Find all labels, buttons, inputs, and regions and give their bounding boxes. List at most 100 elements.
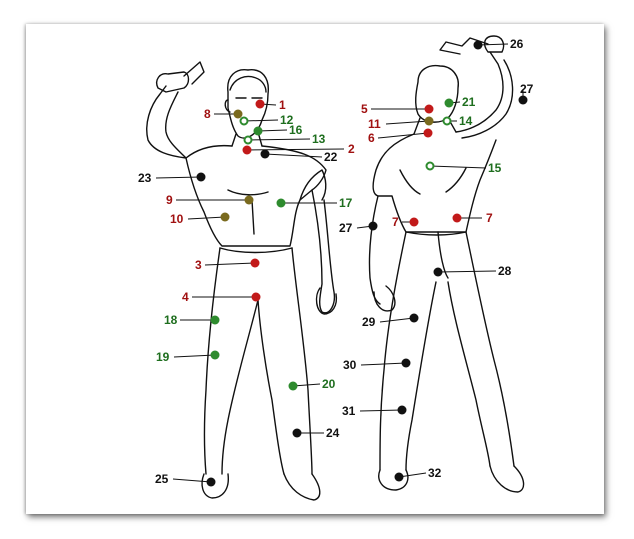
leader-line-13 bbox=[247, 138, 311, 141]
point-label-23: 23 bbox=[138, 171, 152, 185]
pressure-point-19 bbox=[210, 350, 220, 360]
point-label-20: 20 bbox=[322, 377, 336, 391]
front-torso bbox=[185, 145, 327, 247]
point-label-21: 21 bbox=[462, 95, 476, 109]
point-26-group: 26 bbox=[473, 37, 524, 51]
point-22-group: 22 bbox=[260, 149, 338, 164]
pressure-point-27 bbox=[368, 221, 378, 231]
leader-line-32 bbox=[398, 472, 427, 478]
pressure-point-7 bbox=[409, 217, 419, 227]
pressure-point-24 bbox=[292, 428, 302, 438]
pressure-point-28 bbox=[433, 267, 443, 277]
point-8-group: 8 bbox=[204, 107, 243, 121]
point-label-2: 2 bbox=[348, 142, 355, 156]
pressure-point-11 bbox=[424, 116, 434, 126]
point-label-8: 8 bbox=[204, 107, 211, 121]
pressure-point-22 bbox=[260, 149, 270, 159]
pressure-point-8 bbox=[233, 109, 243, 119]
point-10-group: 10 bbox=[170, 212, 230, 226]
point-11-group: 11 bbox=[368, 116, 434, 131]
point-label-30: 30 bbox=[343, 358, 357, 372]
point-7-group: 7 bbox=[392, 215, 419, 229]
point-label-14: 14 bbox=[459, 114, 473, 128]
front-fist bbox=[156, 71, 190, 93]
front-hand bbox=[315, 287, 338, 315]
point-1-group: 1 bbox=[255, 98, 286, 112]
back-raised-arm bbox=[455, 51, 514, 139]
pressure-point-27 bbox=[518, 95, 528, 105]
point-27-group: 27 bbox=[339, 221, 378, 235]
pressure-point-21 bbox=[444, 98, 454, 108]
front-figure bbox=[146, 61, 338, 501]
pressure-point-10 bbox=[220, 212, 230, 222]
pressure-point-12 bbox=[239, 116, 249, 126]
point-3-group: 3 bbox=[195, 258, 260, 272]
point-32-group: 32 bbox=[394, 466, 442, 482]
point-label-25: 25 bbox=[155, 472, 169, 486]
point-12-group: 12 bbox=[239, 113, 294, 127]
point-label-31: 31 bbox=[342, 404, 356, 418]
point-28-group: 28 bbox=[433, 264, 512, 278]
front-right-arm bbox=[311, 189, 336, 314]
pressure-point-16 bbox=[253, 126, 263, 136]
pressure-point-32 bbox=[394, 472, 404, 482]
front-left-leg bbox=[203, 247, 221, 475]
point-6-group: 6 bbox=[368, 128, 433, 145]
front-raised-arm bbox=[146, 85, 233, 159]
pressure-point-15 bbox=[425, 161, 435, 171]
pressure-point-20 bbox=[288, 381, 298, 391]
point-label-4: 4 bbox=[182, 290, 189, 304]
front-knife bbox=[183, 61, 205, 85]
point-label-22: 22 bbox=[324, 150, 338, 164]
leader-line-29 bbox=[379, 317, 415, 323]
front-inner-left-leg bbox=[221, 299, 259, 475]
pressure-point-25 bbox=[206, 477, 216, 487]
back-seat bbox=[437, 231, 449, 279]
point-2-group: 2 bbox=[242, 142, 355, 156]
point-label-26: 26 bbox=[510, 37, 524, 51]
point-label-19: 19 bbox=[156, 350, 170, 364]
point-label-18: 18 bbox=[164, 313, 178, 327]
pressure-point-23 bbox=[196, 172, 206, 182]
leader-line-19 bbox=[173, 354, 216, 358]
point-7-group: 7 bbox=[452, 211, 493, 225]
leader-line-25 bbox=[172, 478, 212, 483]
point-label-27: 27 bbox=[339, 221, 353, 235]
leader-line-3 bbox=[204, 262, 256, 266]
pressure-point-3 bbox=[250, 258, 260, 268]
pressure-point-29 bbox=[409, 313, 419, 323]
leader-line-11 bbox=[385, 120, 430, 125]
point-label-28: 28 bbox=[498, 264, 512, 278]
point-25-group: 25 bbox=[155, 472, 216, 487]
point-label-11: 11 bbox=[368, 117, 381, 131]
pressure-point-26 bbox=[473, 40, 483, 50]
back-belt bbox=[405, 231, 467, 236]
point-label-3: 3 bbox=[195, 258, 202, 272]
leader-line-6 bbox=[377, 132, 429, 139]
pressure-point-1 bbox=[255, 99, 265, 109]
back-inner-leg bbox=[405, 281, 437, 471]
front-head-outline bbox=[227, 69, 269, 139]
point-label-27: 27 bbox=[520, 82, 534, 96]
point-label-10: 10 bbox=[170, 212, 184, 226]
point-19-group: 19 bbox=[156, 350, 220, 364]
point-14-group: 14 bbox=[442, 114, 473, 128]
leader-line-26 bbox=[477, 43, 509, 46]
pressure-point-5 bbox=[424, 104, 434, 114]
back-left-leg bbox=[379, 231, 407, 471]
front-belt bbox=[219, 247, 293, 254]
front-right-leg bbox=[291, 247, 313, 475]
point-16-group: 16 bbox=[253, 123, 303, 137]
point-label-5: 5 bbox=[361, 102, 368, 116]
front-ear bbox=[224, 99, 231, 113]
point-18-group: 18 bbox=[164, 313, 220, 327]
point-5-group: 5 bbox=[361, 102, 434, 116]
point-label-16: 16 bbox=[289, 123, 303, 137]
leader-line-31 bbox=[359, 409, 403, 412]
point-15-group: 15 bbox=[425, 161, 502, 175]
leader-line-23 bbox=[155, 176, 202, 179]
back-right-foot bbox=[489, 465, 525, 493]
back-knife bbox=[439, 37, 489, 55]
